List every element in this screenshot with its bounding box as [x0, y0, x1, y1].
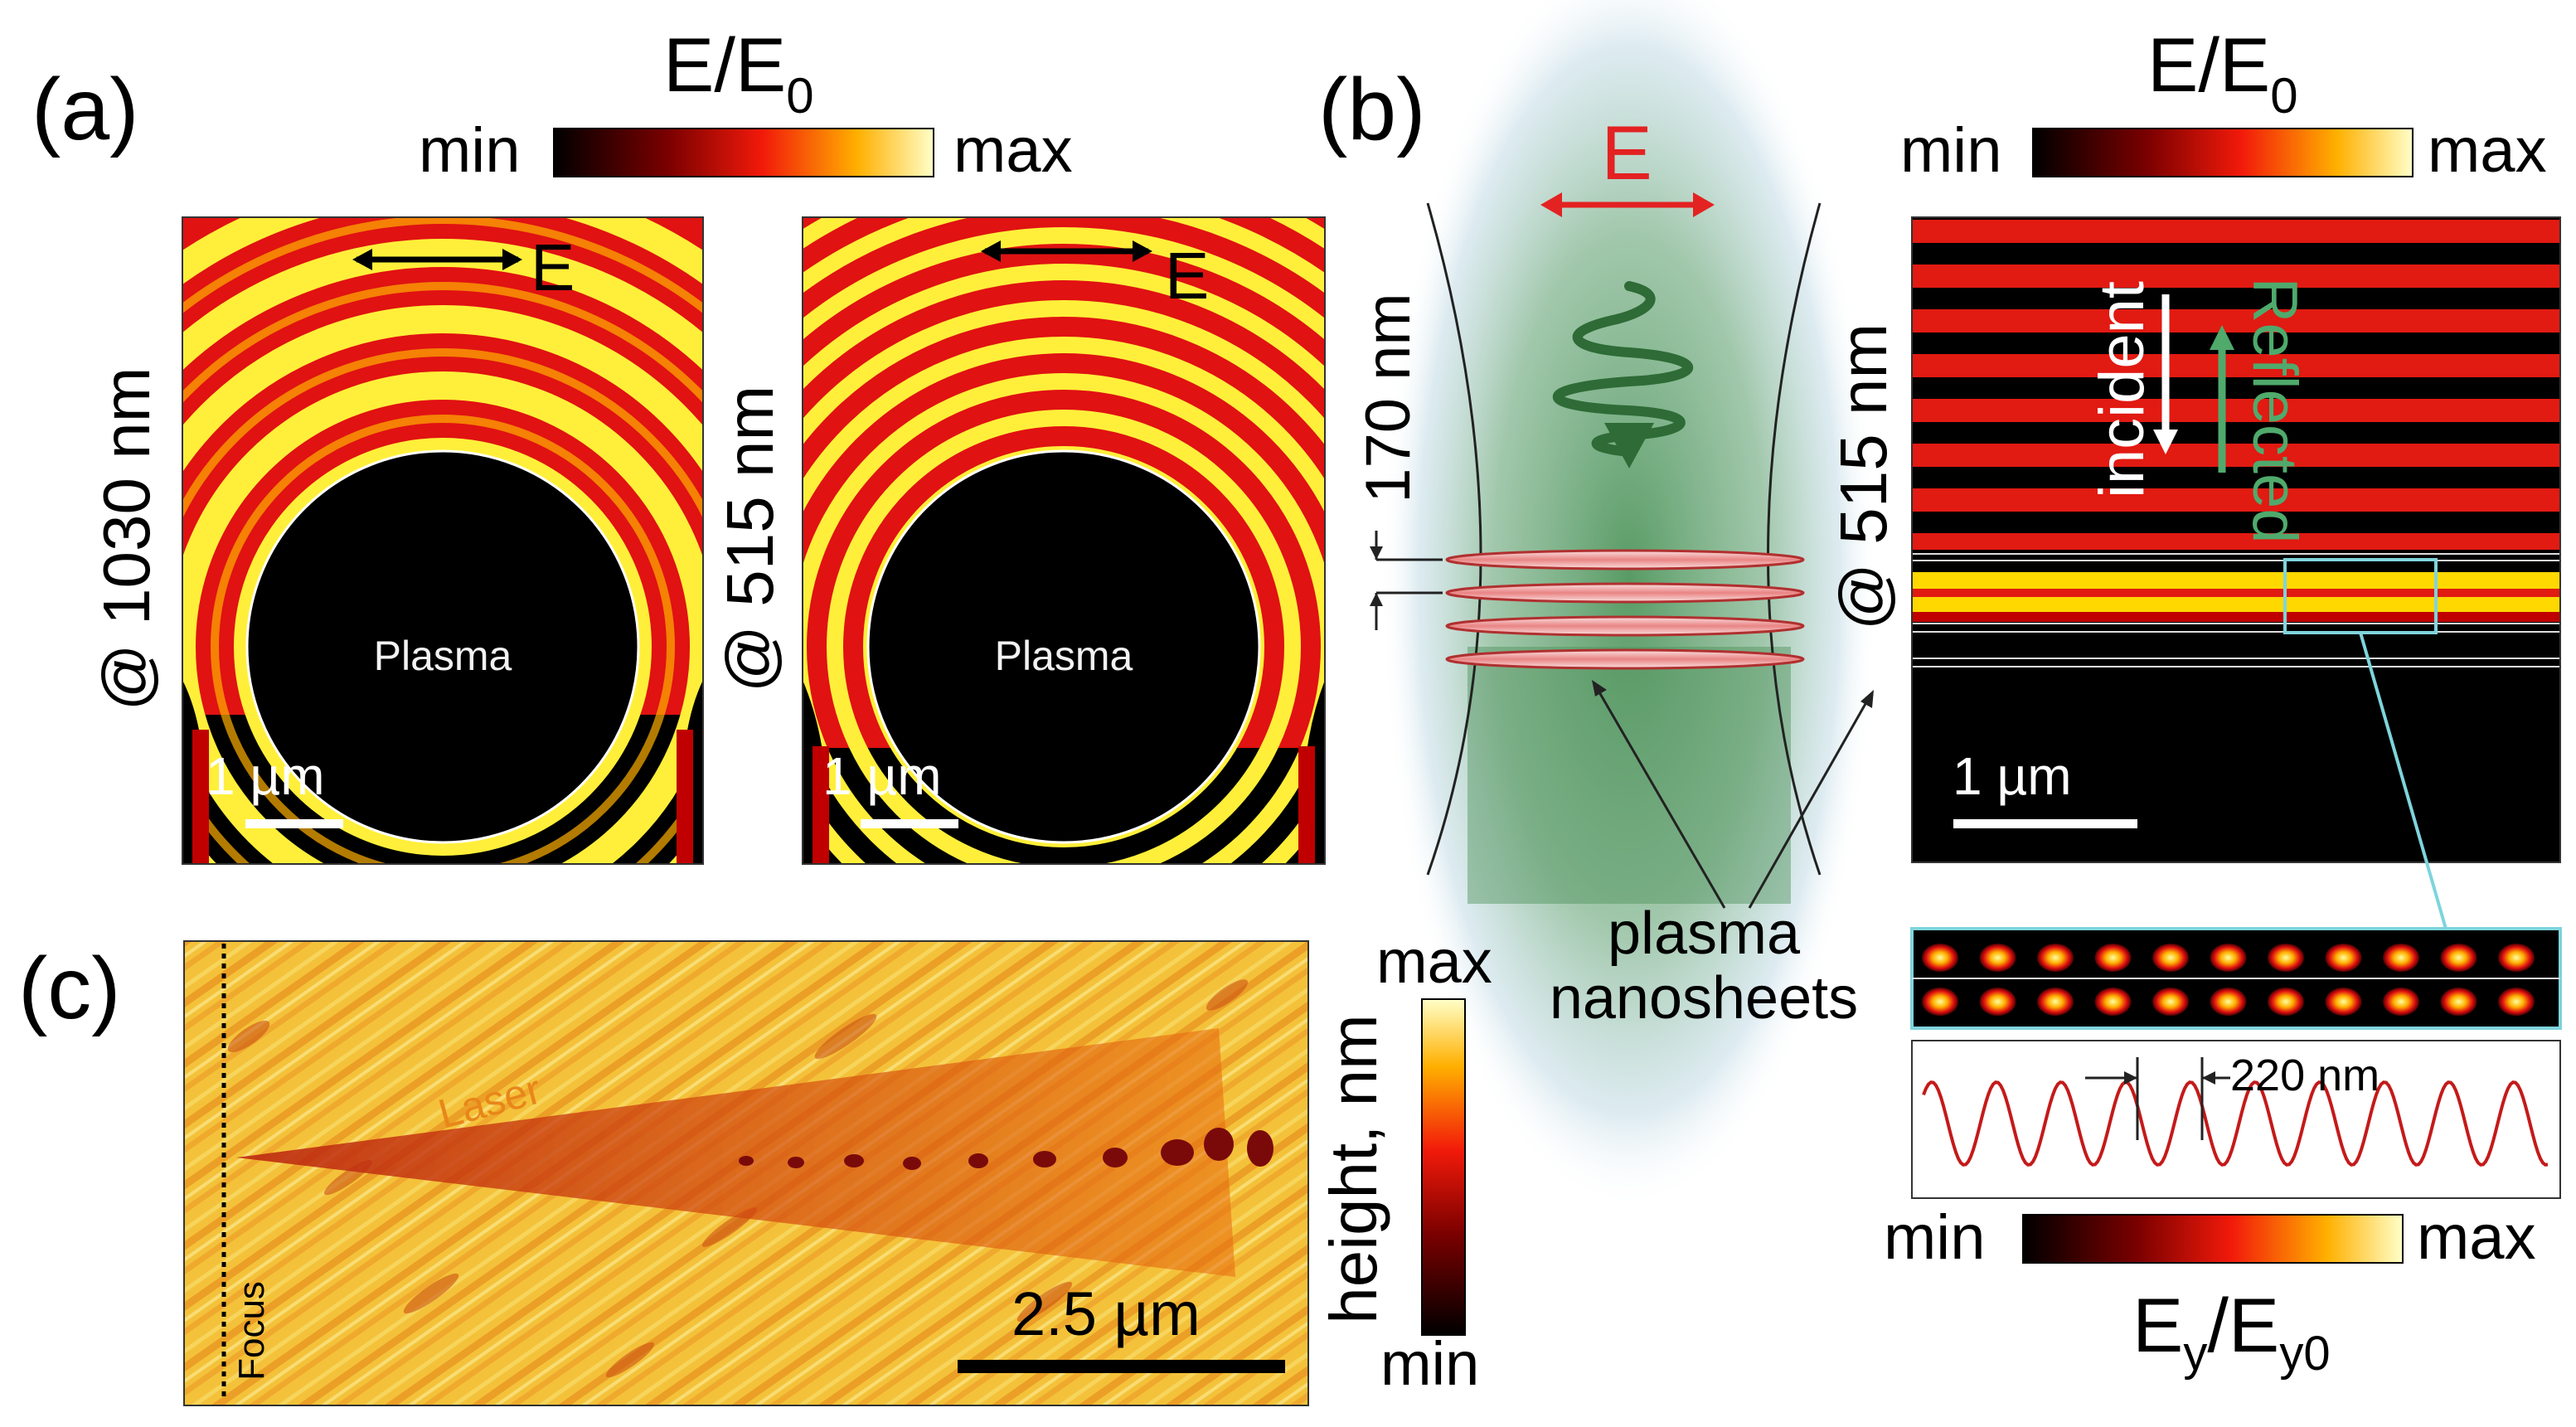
wavelength-label-1030: @ 1030 nm [90, 367, 163, 711]
laser-cone [236, 1028, 1235, 1277]
e-field-arrow-b: E [1540, 111, 1715, 217]
panel-b-label: (b) [1318, 61, 1426, 158]
panel-a-colorbar-bar [553, 128, 934, 177]
reflected-arrow: Reflected [2210, 277, 2310, 544]
inset-profile: 220 nm [1911, 1040, 2561, 1199]
inset-spot [2094, 988, 2132, 1016]
nanosheets-label-line2: nanosheets [1550, 965, 1858, 1031]
e-field-label-515: E [1165, 239, 1209, 313]
height-colorbar-max: max [1376, 927, 1492, 996]
height-colorbar: max min height, nm [1317, 927, 1492, 1398]
inset-spot [2440, 988, 2477, 1016]
reflected-label: Reflected [2239, 277, 2310, 543]
inset-spot [2094, 944, 2132, 972]
period-label: 220 nm [2230, 1051, 2380, 1100]
panel-c: (c) [18, 927, 1492, 1406]
inset-spot [2268, 988, 2304, 1016]
inset-spot [2037, 988, 2074, 1016]
height-colorbar-bar [1421, 998, 1466, 1336]
inset-colorbar-min: min [1884, 1202, 1985, 1273]
inset-colorbar-max: max [2417, 1202, 2536, 1273]
spacing-dimension: 170 nm [1353, 293, 1443, 630]
scale-bar-label-515: 1 µm [822, 746, 942, 806]
inset-spot [2210, 944, 2247, 972]
inset-spot [2383, 944, 2419, 972]
field-map-1030: E Plasma 1 µm @ 1030 nm [90, 216, 704, 865]
inset-spot [2268, 944, 2304, 972]
inset-spot [2152, 944, 2189, 972]
inset-spot [2440, 944, 2477, 972]
plasma-nanosheets [1445, 549, 1805, 670]
focus-label: Focus [231, 1281, 272, 1381]
scale-bar-label-b: 1 µm [1953, 746, 2072, 806]
standing-wave-map: incident Reflected 1 µm @ 515 nm [1826, 216, 2561, 863]
panel-b-colorbar-title: E/E0 [2147, 23, 2298, 124]
inset-spot [2498, 988, 2535, 1016]
inset-colorbar-title: Ey/Ey0 [2132, 1284, 2331, 1381]
panel-a: (a) E/E0 min max [32, 23, 1326, 865]
wavelength-label-515: @ 515 nm [713, 386, 787, 692]
period-marker: 220 nm [2085, 1051, 2380, 1140]
e-field-label-1030: E [531, 231, 575, 304]
e-field-label-b: E [1601, 111, 1652, 196]
profile-curve [1922, 1080, 2549, 1167]
e-field-arrow-1030: E [352, 231, 575, 304]
wave-packet-icon [1552, 281, 1693, 468]
panel-a-label: (a) [32, 61, 139, 158]
scale-bar-1030 [245, 819, 343, 828]
inset-spot [2325, 944, 2362, 972]
inset-spot [2383, 988, 2419, 1016]
zoom-connector [2359, 632, 2447, 929]
inset-spot [2037, 944, 2074, 972]
beam-schematic: E 170 nm [1353, 0, 1878, 1211]
height-colorbar-title: height, nm [1317, 1014, 1390, 1324]
inset-spot [1979, 944, 2016, 972]
inset-spot [2152, 988, 2189, 1016]
inset-colorbar-bar [2022, 1214, 2404, 1264]
inset-spot [2325, 988, 2362, 1016]
panel-b-colorbar-min: min [1900, 115, 2001, 186]
inset-spot [1979, 988, 2016, 1016]
panel-a-colorbar-min: min [419, 115, 520, 186]
inset-spot-map [1910, 927, 2562, 1030]
panel-b-colorbar-bar [2032, 128, 2413, 177]
wavelength-label-b: @ 515 nm [1826, 323, 1900, 630]
afm-map: Laser Focus 2.5 µm [183, 940, 1309, 1406]
nanosheets-label-line1: plasma [1608, 900, 1801, 967]
ablation-spots [739, 1128, 1273, 1170]
scale-bar-515 [861, 819, 958, 828]
panel-a-colorbar-title: E/E0 [663, 23, 814, 124]
panel-a-colorbar-max: max [953, 115, 1073, 186]
panel-a-colorbar: E/E0 min max [419, 23, 1073, 186]
nanosheets-pointers: plasma nanosheets [1550, 680, 1874, 1031]
panel-b-colorbar: E/E0 min max [1900, 23, 2547, 186]
spacing-label: 170 nm [1353, 293, 1424, 503]
panel-c-label: (c) [18, 939, 121, 1037]
scale-bar-label-c: 2.5 µm [1011, 1279, 1201, 1348]
inset-spot [2498, 944, 2535, 972]
height-colorbar-min: min [1380, 1329, 1479, 1398]
inset-spot [1922, 988, 1958, 1016]
panel-b: (b) E [1318, 0, 2562, 1381]
inset-spot [2210, 988, 2247, 1016]
panel-b-colorbar-max: max [2428, 115, 2547, 186]
incident-label: incident [2087, 281, 2157, 498]
e-field-arrow-515: E [981, 239, 1209, 313]
scale-bar-label-1030: 1 µm [206, 746, 325, 806]
inset-colorbar: min max Ey/Ey0 [1884, 1202, 2536, 1381]
plasma-label-1030: Plasma [374, 633, 512, 679]
plasma-label-515: Plasma [995, 633, 1133, 679]
inset-spot [1922, 944, 1958, 972]
incident-arrow: incident [2087, 281, 2178, 498]
scale-bar-b [1953, 819, 2137, 828]
scale-bar-c [958, 1360, 1285, 1373]
field-map-515: E Plasma 1 µm @ 515 nm [713, 216, 1326, 865]
